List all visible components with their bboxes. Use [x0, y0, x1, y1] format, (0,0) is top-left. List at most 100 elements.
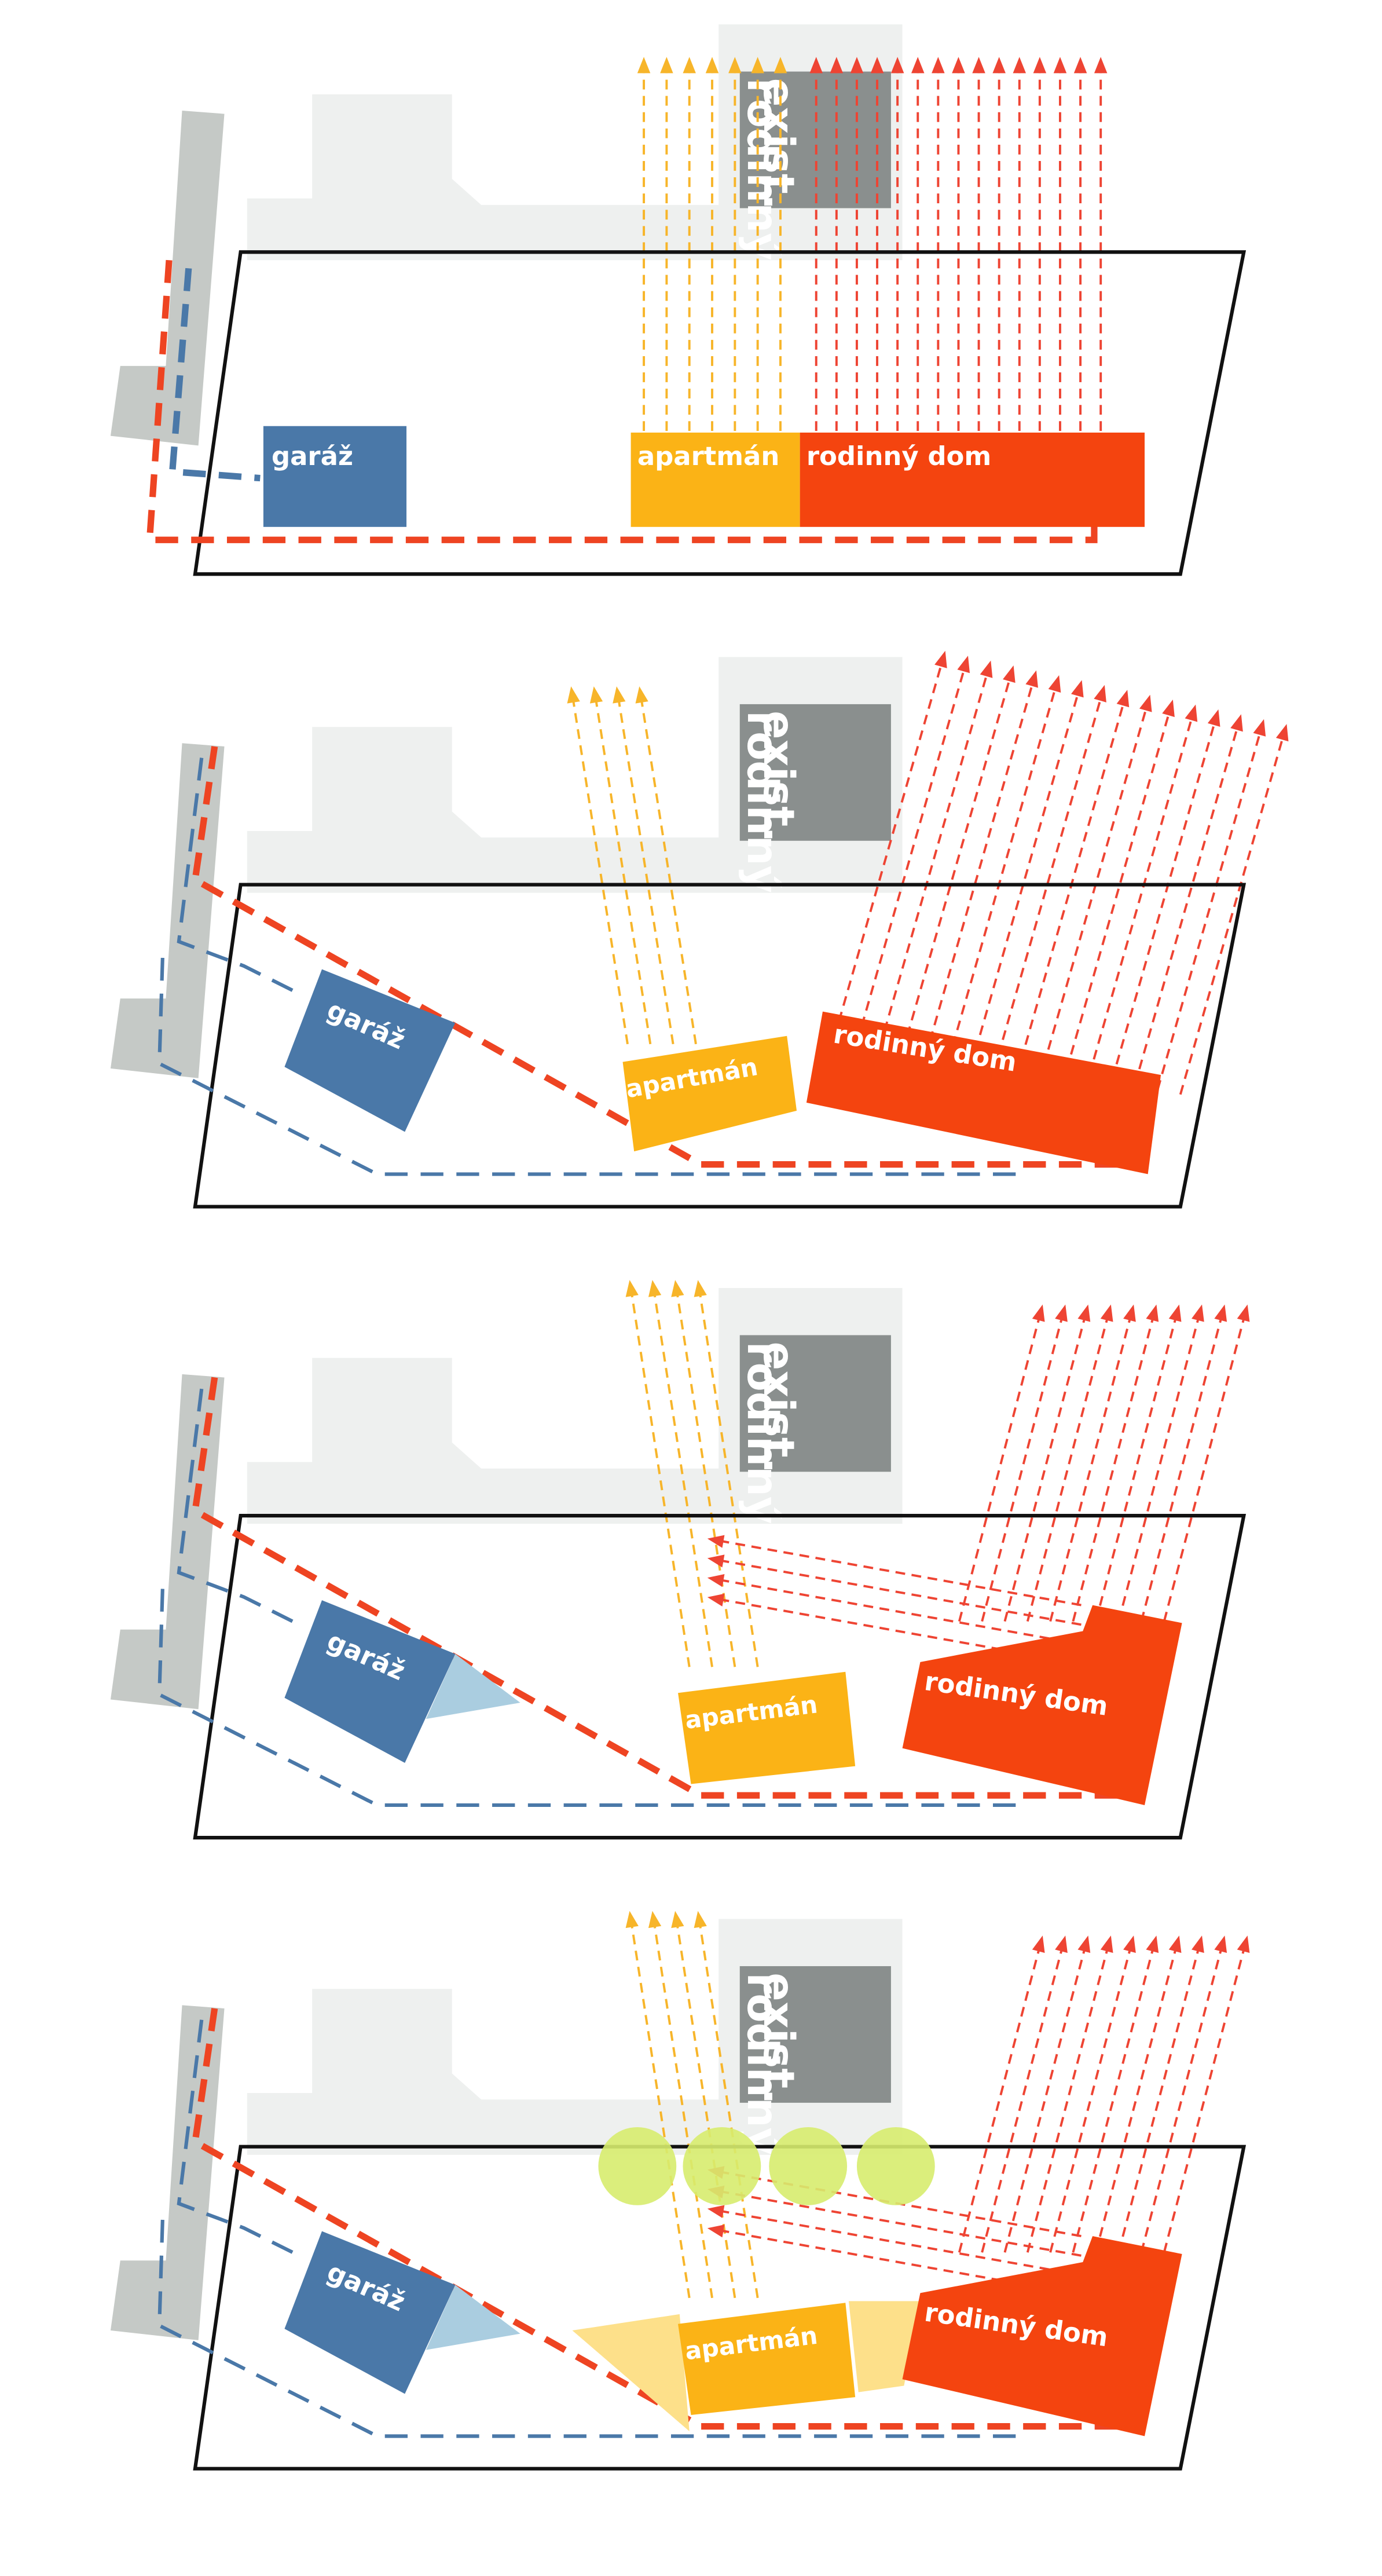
existing-house-label-2: rodinný dom [738, 711, 787, 1011]
view-arrow-head [830, 57, 844, 74]
view-arrow-head [850, 57, 864, 74]
view-line [1117, 1943, 1201, 2253]
garage-block [284, 2231, 456, 2394]
view-line [715, 2209, 1082, 2277]
view-line [715, 1578, 1082, 1645]
view-arrow-head [707, 1574, 725, 1587]
apartment-views [625, 1911, 759, 2299]
view-arrow-head [980, 660, 993, 678]
view-arrow-head [707, 2205, 725, 2218]
view-arrow-head [683, 57, 696, 74]
apartment-block [678, 1671, 856, 1784]
existing-house: exist.rodinný dom [738, 704, 891, 1011]
view-line [906, 673, 1013, 1037]
view-line [883, 668, 990, 1031]
view-arrow-head [635, 686, 648, 704]
view-arrow-head [707, 1593, 725, 1607]
family-house-block [902, 1605, 1182, 1805]
view-arrow-head [1214, 1304, 1227, 1322]
view-line [1003, 1312, 1087, 1622]
view-line [860, 663, 967, 1027]
view-line [715, 1558, 1082, 1626]
view-line [1134, 722, 1240, 1085]
apartment-block [622, 1035, 797, 1152]
view-arrow-head [1185, 704, 1198, 722]
family-house-block [902, 2236, 1182, 2436]
existing-house-label-2: rodinný dom [738, 1973, 787, 2273]
road-strip [110, 1374, 225, 1710]
view-line [1140, 1312, 1224, 1622]
view-arrow-head [648, 1911, 662, 1929]
view-arrow-head [1168, 1935, 1182, 1953]
house-views [838, 650, 1289, 1095]
existing-house-label-1: exist. [754, 1342, 803, 1474]
garage-canopy [426, 1653, 520, 1719]
view-arrow-head [728, 57, 742, 74]
view-arrow-head [625, 1911, 639, 1929]
view-line [593, 694, 652, 1045]
view-arrow-head [1100, 1935, 1113, 1953]
view-line [617, 694, 674, 1045]
view-line [1117, 1312, 1201, 1622]
view-arrow-head [1253, 719, 1266, 737]
house-views [958, 1304, 1250, 1622]
view-line [1072, 1943, 1156, 2253]
view-arrow-head [1048, 675, 1061, 693]
view-arrow-head [694, 1280, 707, 1297]
view-line [1049, 1312, 1133, 1622]
view-line [715, 1597, 1082, 1665]
existing-house-label-1: exist. [754, 1973, 803, 2105]
apartment-views [567, 686, 697, 1045]
existing-house-block [739, 1335, 891, 1472]
view-line [1140, 1943, 1224, 2253]
tree [769, 2127, 848, 2205]
secondary-path [157, 1388, 1028, 1807]
apartment-terrace-right [848, 2301, 921, 2392]
plot-outline [193, 1514, 1247, 1840]
view-arrow-head [1146, 1304, 1159, 1322]
view-arrow-head [1094, 685, 1106, 702]
car-access-path [168, 268, 261, 482]
view-arrow-head [809, 57, 823, 74]
view-arrow-head [1077, 1304, 1091, 1322]
view-arrow-head [707, 1554, 725, 1568]
view-arrow-head [952, 57, 965, 74]
view-line [1020, 697, 1127, 1061]
view-arrow-head [1116, 690, 1130, 708]
view-line [838, 658, 944, 1022]
view-arrow-head [1275, 724, 1289, 742]
family-house-label: rodinný dom [807, 441, 991, 471]
view-arrow-head [1139, 694, 1152, 712]
existing-house-label-1: exist. [754, 711, 803, 843]
view-line [715, 1539, 1082, 1607]
family-house-block [800, 432, 1145, 527]
secondary-path [157, 758, 1028, 1176]
view-arrow-head [1146, 1935, 1159, 1953]
view-arrow-head [705, 57, 719, 74]
view-arrow-head [957, 656, 970, 674]
existing-house: exist.rodinný dom [738, 1335, 891, 1642]
garage-label: garáž [272, 441, 353, 471]
view-arrow-head [1168, 1304, 1182, 1322]
view-arrow-head [1123, 1304, 1136, 1322]
view-line [1110, 716, 1218, 1081]
plot-outline [193, 883, 1247, 1209]
view-arrow-head [992, 57, 1006, 74]
view-line [1163, 1312, 1247, 1622]
view-line [1065, 707, 1172, 1071]
view-arrow-head [972, 57, 985, 74]
view-line [1094, 1943, 1179, 2253]
view-arrow-head [1003, 665, 1016, 683]
view-arrow-head [1032, 1935, 1045, 1953]
view-arrow-head [1237, 1304, 1250, 1322]
view-arrow-head [1230, 714, 1243, 732]
view-line [1072, 1312, 1156, 1622]
view-arrow-head [774, 57, 787, 74]
tree [683, 2127, 761, 2205]
view-arrow-head [751, 57, 764, 74]
tree-row [598, 2127, 935, 2205]
garage-block [263, 426, 407, 527]
